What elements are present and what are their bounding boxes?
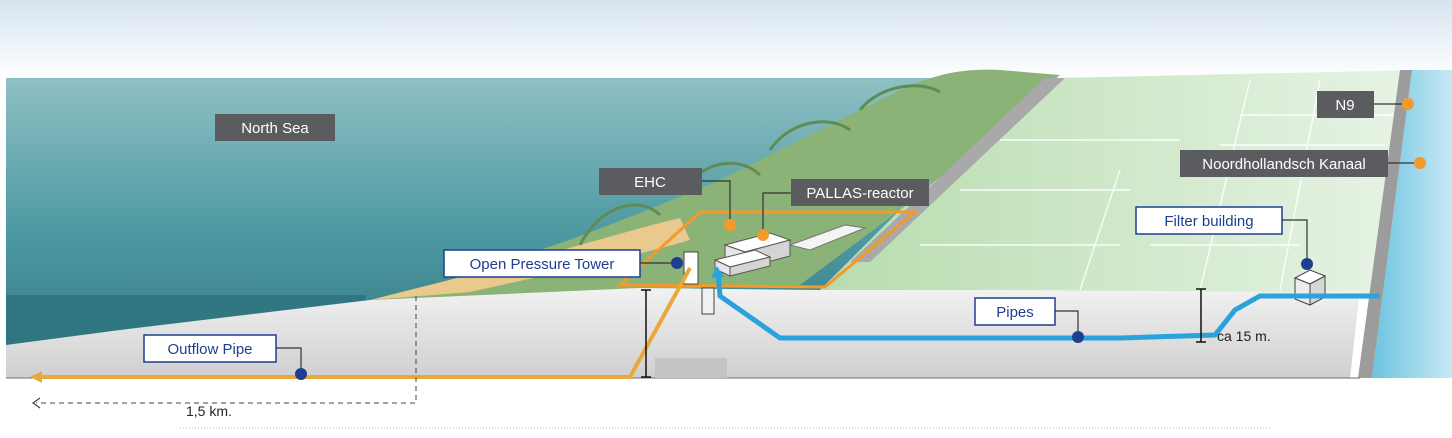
outflow-pipe-label: Outflow Pipe — [143, 334, 307, 380]
pallas-reactor-marker — [757, 229, 769, 241]
pipes-marker — [1072, 331, 1084, 343]
svg-text:Open Pressure Tower: Open Pressure Tower — [470, 256, 615, 273]
road — [850, 78, 1065, 262]
open-pressure-tower-label: Open Pressure Tower — [443, 249, 683, 278]
svg-text:PALLAS-reactor: PALLAS-reactor — [806, 185, 913, 202]
svg-text:N9: N9 — [1335, 97, 1354, 114]
n9-road — [1358, 70, 1412, 378]
distance-indicator — [36, 296, 417, 404]
svg-text:EHC: EHC — [634, 174, 666, 191]
ehc-marker — [724, 219, 736, 231]
inlet-structure — [701, 287, 715, 315]
land — [820, 70, 1420, 300]
depth-label: ca 15 m. — [1217, 328, 1271, 344]
ehc-label: EHC — [599, 168, 736, 231]
distance-arrowhead — [31, 397, 41, 409]
site-boundary — [616, 210, 920, 289]
svg-text:Filter building: Filter building — [1164, 213, 1253, 230]
svg-text:North Sea: North Sea — [241, 120, 309, 137]
dune-ridges — [578, 84, 941, 246]
pallas-reactor-label: PALLAS-reactor — [757, 179, 929, 241]
svg-text:Outflow Pipe: Outflow Pipe — [167, 341, 252, 358]
outflow-pipe-line — [36, 267, 692, 379]
outflow-pipe-marker — [295, 368, 307, 380]
svg-text:Noordhollandsch Kanaal: Noordhollandsch Kanaal — [1202, 156, 1365, 173]
dunes — [370, 69, 1060, 300]
inflow-pipe-line — [715, 271, 1380, 341]
filter-building-structure — [1293, 269, 1327, 306]
pallas-building — [713, 224, 867, 277]
noordhollandsch-kanaal-label: Noordhollandsch Kanaal — [1180, 150, 1426, 177]
north-sea-label: North Sea — [215, 114, 335, 141]
depth-marker-pipes — [1196, 288, 1206, 343]
noordhollandsch-kanaal-marker — [1414, 157, 1426, 169]
filter-building-marker — [1301, 258, 1313, 270]
n9-marker — [1402, 98, 1414, 110]
distance-label: 1,5 km. — [186, 403, 232, 419]
n9-label: N9 — [1317, 91, 1414, 118]
open-pressure-tower-marker — [671, 257, 683, 269]
pump-pit — [655, 358, 727, 378]
filter-building-label: Filter building — [1135, 206, 1313, 270]
canal — [1372, 70, 1452, 378]
depth-marker-tower — [641, 289, 651, 378]
sky — [0, 0, 1452, 80]
outflow-arrowhead — [30, 371, 42, 383]
pipes-label: Pipes — [974, 297, 1084, 343]
svg-text:Pipes: Pipes — [996, 304, 1034, 321]
inflow-arrowhead — [711, 266, 724, 278]
